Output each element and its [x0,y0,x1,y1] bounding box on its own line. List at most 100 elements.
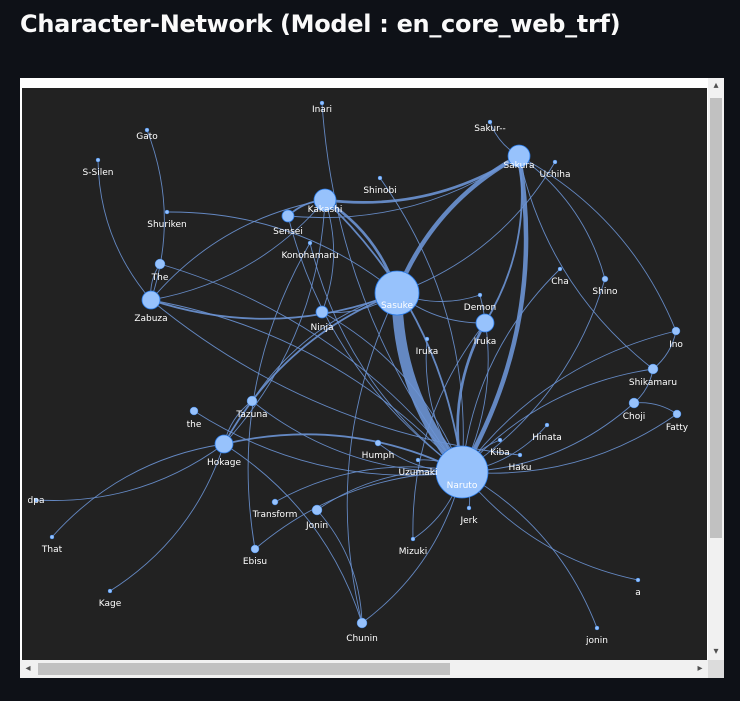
node-circle[interactable] [189,406,199,416]
node-the[interactable]: The [151,258,169,283]
node-circle[interactable] [671,326,681,336]
node-konohamaru[interactable]: Konohamaru [281,240,339,261]
node-circle[interactable] [319,100,325,106]
node-hokage[interactable]: Hokage [207,434,242,468]
node-circle[interactable] [544,422,550,428]
node-circle[interactable] [415,457,421,463]
node-sakura[interactable]: Sakura [503,144,535,171]
node-choji[interactable]: Choji [623,397,646,422]
node-dpa[interactable]: dpa [28,496,45,506]
node-naruto[interactable]: Naruto [435,445,489,499]
node-uzumaki[interactable]: Uzumaki [398,457,438,478]
node-circle[interactable] [594,625,600,631]
node-fatty[interactable]: Fatty [666,409,689,433]
node-circle[interactable] [435,445,489,499]
node-ebisu[interactable]: Ebisu [243,544,267,567]
node-circle[interactable] [214,434,234,454]
node-a[interactable]: a [635,577,641,598]
node-sakur--[interactable]: Sakur-- [474,119,506,134]
node-kage[interactable]: Kage [99,588,122,609]
node-that[interactable]: That [41,534,63,555]
scroll-right-icon[interactable]: ▸ [697,663,703,674]
node-circle[interactable] [141,290,161,310]
node-transform[interactable]: Transform [252,498,298,520]
node-s-silen[interactable]: S-Silen [83,157,114,178]
node-circle[interactable] [107,588,113,594]
node-circle[interactable] [311,504,323,516]
node-humph[interactable]: Humph [362,439,395,461]
scroll-down-icon[interactable]: ▾ [713,646,719,657]
vertical-scrollbar[interactable]: ▴ ▾ [708,78,724,660]
node-circle[interactable] [271,498,279,506]
node-iruka[interactable]: Iruka [474,313,497,347]
node-inari[interactable]: Inari [312,100,332,115]
node-circle[interactable] [557,266,563,272]
node-circle[interactable] [487,119,493,125]
node-jonin[interactable]: jonin [585,625,608,646]
node-circle[interactable] [628,397,640,409]
node-chunin[interactable]: Chunin [346,617,378,644]
node-circle[interactable] [672,409,682,419]
node-the[interactable]: the [187,406,202,430]
node-circle[interactable] [144,127,150,133]
node-haku[interactable]: Haku [509,452,532,473]
node-uchiha[interactable]: Uchiha [540,159,571,180]
node-cha[interactable]: Cha [551,266,569,287]
node-circle[interactable] [635,577,641,583]
node-tazuna[interactable]: Tazuna [235,395,268,420]
node-shino[interactable]: Shino [592,275,618,297]
node-sasuke[interactable]: Sasuke [374,270,420,316]
scroll-left-icon[interactable]: ◂ [25,663,31,674]
node-circle[interactable] [49,534,55,540]
node-circle[interactable] [154,258,166,270]
node-shuriken[interactable]: Shuriken [147,209,187,230]
node-circle[interactable] [601,275,609,283]
node-circle[interactable] [647,363,659,375]
node-circle[interactable] [307,240,313,246]
node-gato[interactable]: Gato [136,127,158,142]
node-ninja[interactable]: Ninja [311,305,334,333]
node-circle[interactable] [410,536,416,542]
node-kakashi[interactable]: Kakashi [308,188,343,215]
node-hinata[interactable]: Hinata [532,422,562,443]
node-circle[interactable] [356,617,368,629]
node-irukab[interactable]: Iruka [416,336,439,357]
node-jerk[interactable]: Jerk [459,505,478,526]
node-circle[interactable] [95,157,101,163]
horizontal-scrollbar[interactable]: ◂ ▸ [20,660,708,678]
node-sensei[interactable]: Sensei [273,209,303,237]
node-mizuki[interactable]: Mizuki [399,536,427,557]
node-circle[interactable] [497,437,503,443]
node-ino[interactable]: Ino [669,326,683,350]
horizontal-scroll-thumb[interactable] [38,663,450,675]
node-circle[interactable] [374,270,420,316]
node-circle[interactable] [250,544,260,554]
node-circle[interactable] [475,313,495,333]
scroll-up-icon[interactable]: ▴ [713,80,719,91]
node-circle[interactable] [374,439,382,447]
node-circle[interactable] [281,209,295,223]
node-jonin[interactable]: Jonin [305,504,328,531]
node-demon[interactable]: Demon [464,292,496,313]
edge-hokage-kakashi [223,199,326,445]
node-circle[interactable] [507,144,531,168]
node-circle[interactable] [164,209,170,215]
node-circle[interactable] [377,175,383,181]
node-circle[interactable] [424,336,430,342]
node-shinobi[interactable]: Shinobi [363,175,397,196]
node-shikamaru[interactable]: Shikamaru [629,363,677,388]
node-zabuza[interactable]: Zabuza [134,290,168,324]
node-circle[interactable] [313,188,337,212]
node-circle[interactable] [517,452,523,458]
vertical-scroll-thumb[interactable] [710,98,722,538]
node-circle[interactable] [466,505,472,511]
node-circle[interactable] [246,395,258,407]
node-circle[interactable] [315,305,329,319]
node-kiba[interactable]: Kiba [490,437,510,458]
node-circle[interactable] [477,292,483,298]
node-circle[interactable] [552,159,558,165]
node-label: Ebisu [243,557,267,567]
node-circle[interactable] [33,497,39,503]
